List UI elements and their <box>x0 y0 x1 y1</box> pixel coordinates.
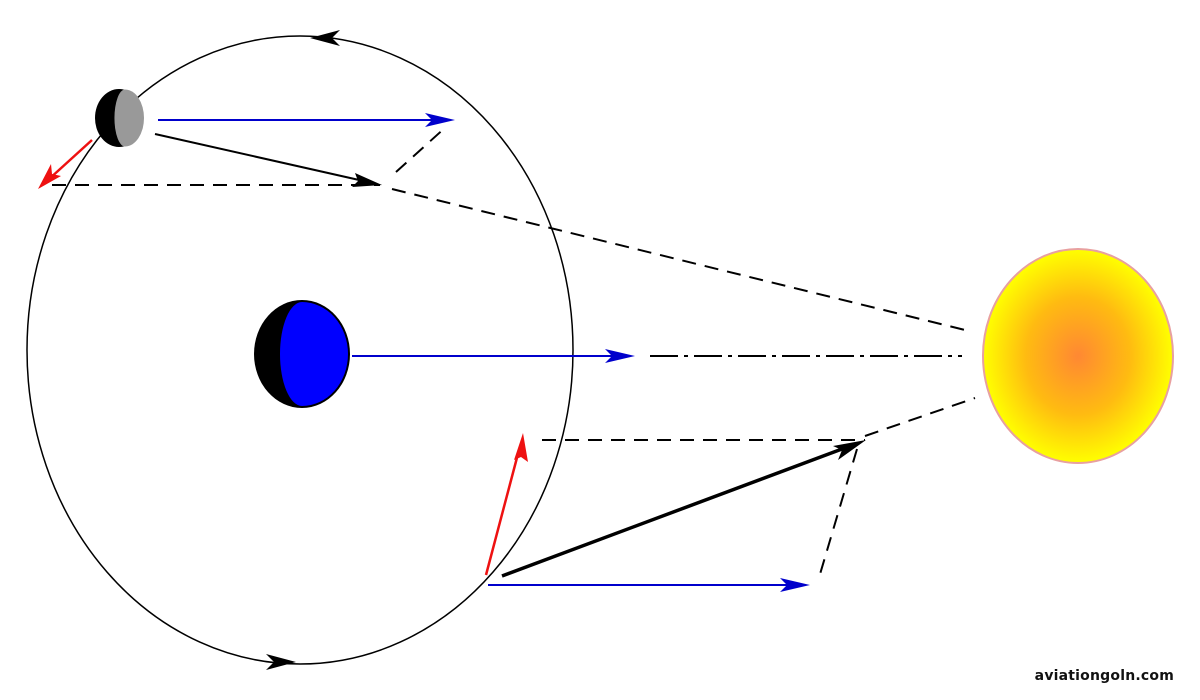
orbit-direction-arrow-bottom <box>266 654 296 670</box>
earth-icon <box>254 300 350 408</box>
resultant-arrow-top <box>154 133 382 187</box>
orbit-path <box>26 35 574 665</box>
bottom-construction-lines <box>542 397 976 582</box>
sun-pull-arrow-bottom <box>488 578 810 592</box>
moon-icon <box>95 89 144 147</box>
tidal-arrow-bottom <box>484 433 528 576</box>
top-construction-lines <box>52 125 966 331</box>
watermark-text: aviationgoln.com <box>1034 668 1174 684</box>
resultant-arrow-bottom <box>501 440 866 578</box>
orbit-direction-arrow-top <box>310 30 340 46</box>
sun-icon <box>982 248 1174 464</box>
tidal-arrow-top <box>38 139 93 189</box>
sun-pull-arrow-earth <box>352 349 635 363</box>
sun-pull-arrow-top <box>158 113 455 127</box>
